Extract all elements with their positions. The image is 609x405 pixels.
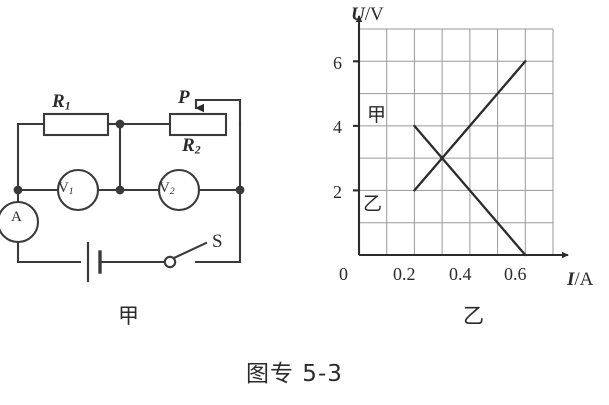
graph-grid bbox=[358, 28, 554, 256]
circuit-diagram bbox=[0, 98, 245, 283]
sub-caption-right: 乙 bbox=[463, 304, 484, 328]
junction-dot-center bbox=[115, 185, 125, 195]
voltmeter-2-label: V2 bbox=[159, 180, 175, 198]
ammeter-label: A bbox=[11, 209, 22, 225]
series-line-yi bbox=[413, 60, 527, 192]
switch-s-label: S bbox=[212, 231, 223, 252]
x-tick-label-0.4: 0.4 bbox=[449, 264, 472, 284]
rheostat-r2-subscript: 2 bbox=[194, 143, 201, 157]
y-axis-unit: /V bbox=[364, 4, 384, 25]
voltmeter-1-subscript: 1 bbox=[68, 187, 74, 198]
switch-blade bbox=[172, 241, 208, 260]
resistor-r1-body bbox=[42, 112, 110, 137]
series-annotation-jia: 甲 bbox=[367, 104, 387, 126]
graph-axes bbox=[353, 15, 569, 259]
slider-p-label: P bbox=[178, 87, 190, 108]
resistor-r1-subscript: 1 bbox=[64, 99, 71, 113]
graph-series bbox=[413, 60, 527, 257]
x-axis-title: I/A bbox=[567, 269, 594, 290]
x-tick-label-0: 0 bbox=[339, 264, 348, 284]
rheostat-r2-body bbox=[168, 112, 228, 137]
x-tick-label-0.6: 0.6 bbox=[504, 264, 527, 284]
wire-slider-bracket bbox=[194, 98, 242, 126]
y-tick-label-2: 2 bbox=[333, 182, 342, 202]
voltmeter-2-subscript: 2 bbox=[169, 187, 175, 198]
sub-caption-left: 甲 bbox=[118, 304, 139, 328]
switch-pivot bbox=[163, 255, 177, 269]
voltmeter-1-label: V1 bbox=[58, 180, 74, 198]
rheostat-r2-label: R2 bbox=[182, 135, 201, 157]
y-axis-title: U/V bbox=[351, 4, 384, 25]
resistor-r1-label: R1 bbox=[52, 91, 71, 113]
junction-dot-right bbox=[235, 185, 245, 195]
x-tick-label-0.2: 0.2 bbox=[393, 264, 416, 284]
figure-caption: 图专 5-3 bbox=[246, 361, 343, 387]
series-line-jia bbox=[413, 124, 527, 257]
x-axis-unit: /A bbox=[574, 269, 594, 290]
y-tick-label-4: 4 bbox=[333, 117, 342, 137]
series-annotation-yi: 乙 bbox=[363, 193, 383, 215]
y-tick-label-6: 6 bbox=[333, 53, 342, 73]
junction-dot-top bbox=[115, 119, 125, 129]
junction-dot-left bbox=[13, 185, 23, 195]
